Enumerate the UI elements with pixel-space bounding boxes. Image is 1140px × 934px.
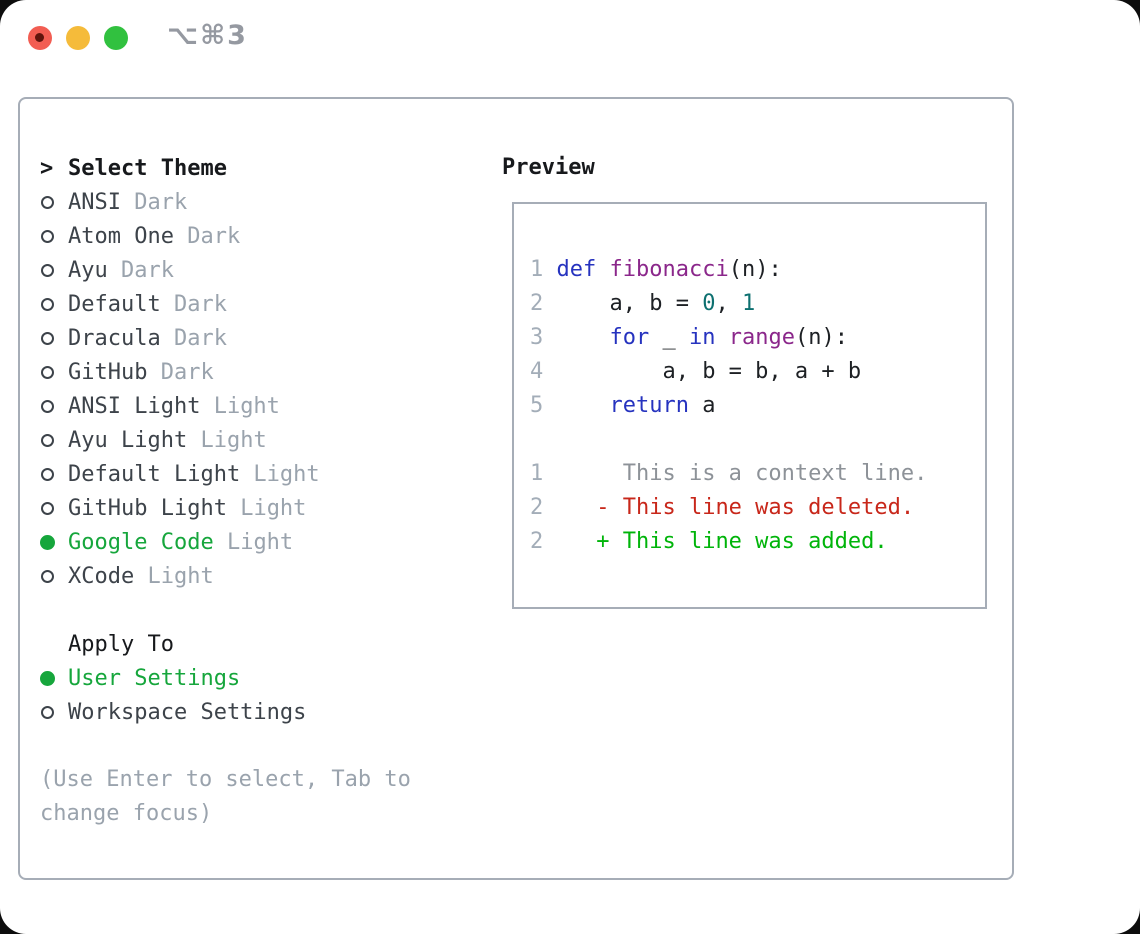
option-label: XCode — [68, 563, 135, 589]
option-workspace-settings[interactable]: Workspace Settings — [40, 695, 490, 729]
hint-line: (Use Enter to select, Tab to — [40, 767, 411, 792]
radio-icon — [40, 399, 68, 413]
radio-icon — [40, 297, 68, 311]
code-preview: 1 def fibonacci(n): 2 a, b = 0, 1 3 for _ … — [530, 253, 985, 559]
preview-pane: 1 def fibonacci(n): 2 a, b = 0, 1 3 for _ … — [512, 202, 987, 609]
line-number: 1 — [530, 461, 557, 486]
radio-icon — [40, 467, 68, 481]
option-label: ANSI Light — [68, 393, 201, 419]
variant-tag: Light — [187, 427, 267, 453]
option-label: Default — [68, 291, 161, 317]
zoom-button[interactable] — [104, 26, 128, 50]
option-label: Ayu — [68, 257, 108, 283]
window-title: ⌥⌘3 — [167, 20, 248, 51]
option-user-settings[interactable]: User Settings — [40, 661, 490, 695]
option-dracula[interactable]: Dracula Dark — [40, 321, 490, 355]
line-number: 4 — [530, 359, 557, 384]
radio-icon — [40, 331, 68, 345]
apply-to-label: Apply To — [68, 631, 174, 657]
option-label: Dracula — [68, 325, 161, 351]
variant-tag: Light — [226, 495, 307, 521]
option-github[interactable]: GitHub Dark — [40, 355, 490, 389]
radio-icon — [40, 705, 68, 719]
option-label: GitHub Light — [68, 495, 227, 521]
radio-icon — [40, 501, 68, 515]
option-label: Atom One — [68, 223, 174, 249]
spacer — [40, 729, 490, 763]
code-line: 1 This is a context line. — [530, 461, 928, 486]
focus-caret-icon: > — [40, 155, 54, 181]
line-number — [530, 427, 543, 452]
keyboard-hint: (Use Enter to select, Tab to change focus… — [40, 763, 490, 831]
radio-icon — [40, 263, 68, 277]
option-label: Workspace Settings — [68, 699, 307, 725]
variant-tag: Dark — [160, 291, 227, 317]
option-label: Default Light — [68, 461, 241, 487]
title-bar: ⌥⌘3 — [0, 0, 1140, 76]
option-default[interactable]: Default Dark — [40, 287, 490, 321]
option-label: ANSI — [68, 189, 121, 215]
option-ansi-light[interactable]: ANSI Light Light — [40, 389, 490, 423]
variant-tag: Light — [200, 393, 280, 419]
code-line: 3 for _ in range(n): — [530, 325, 848, 350]
code-line: 1 def fibonacci(n): — [530, 257, 782, 282]
close-button[interactable] — [28, 26, 52, 50]
option-default-light[interactable]: Default Light Light — [40, 457, 490, 491]
radio-icon — [40, 433, 68, 447]
variant-tag: Light — [213, 529, 294, 555]
radio-selected-icon — [40, 534, 68, 550]
preview-heading: Preview — [502, 155, 595, 180]
apply-to-heading: Apply To — [40, 627, 490, 661]
line-number: 2 — [530, 291, 557, 316]
radio-icon — [40, 229, 68, 243]
option-ayu[interactable]: Ayu Dark — [40, 253, 490, 287]
option-label: User Settings — [68, 665, 241, 691]
code-line — [530, 423, 985, 457]
spacer — [40, 593, 490, 627]
code-line: 2 + This line was added. — [530, 529, 888, 554]
code-line: 2 a, b = 0, 1 — [530, 291, 756, 316]
option-github-light[interactable]: GitHub Light Light — [40, 491, 490, 525]
variant-tag: Light — [240, 461, 320, 487]
variant-tag: Dark — [173, 223, 241, 249]
line-number: 2 — [530, 529, 557, 554]
line-number: 3 — [530, 325, 557, 350]
option-ansi[interactable]: ANSI Dark — [40, 185, 490, 219]
option-xcode[interactable]: XCode Light — [40, 559, 490, 593]
option-ayu-light[interactable]: Ayu Light Light — [40, 423, 490, 457]
radio-selected-icon — [40, 670, 68, 686]
code-line: 4 a, b = b, a + b — [530, 359, 862, 384]
select-theme-heading: > Select Theme — [40, 151, 490, 185]
variant-tag: Dark — [160, 325, 227, 351]
variant-tag: Dark — [147, 359, 214, 385]
line-number: 2 — [530, 495, 557, 520]
minimize-button[interactable] — [66, 26, 90, 50]
line-number: 5 — [530, 393, 557, 418]
option-google-code[interactable]: Google Code Light — [40, 525, 490, 559]
code-line: 2 - This line was deleted. — [530, 495, 915, 520]
option-label: Google Code — [68, 529, 214, 555]
option-label: Ayu Light — [68, 427, 188, 453]
radio-icon — [40, 569, 68, 583]
line-number: 1 — [530, 257, 557, 282]
variant-tag: Light — [134, 563, 214, 589]
option-label: GitHub — [68, 359, 148, 385]
radio-icon — [40, 365, 68, 379]
radio-icon — [40, 195, 68, 209]
variant-tag: Dark — [107, 257, 174, 283]
variant-tag: Dark — [120, 189, 188, 215]
code-line: 5 return a — [530, 393, 716, 418]
hint-line: change focus) — [40, 801, 213, 826]
option-atom-one[interactable]: Atom One Dark — [40, 219, 490, 253]
select-theme-label: Select Theme — [68, 155, 227, 181]
